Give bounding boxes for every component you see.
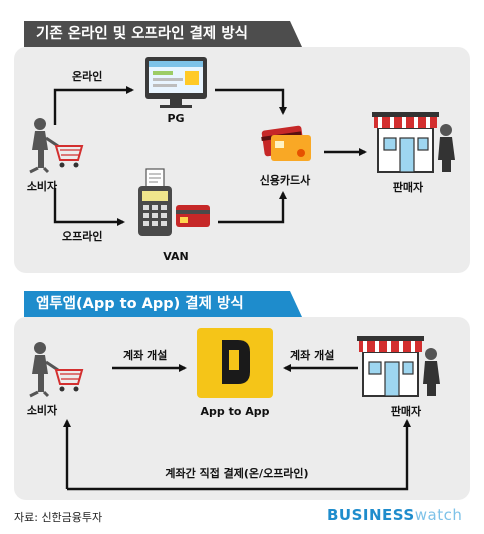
source-note: 자료: 신한금융투자 [14, 511, 103, 524]
legacy-section-title: 기존 온라인 및 오프라인 결제 방식 [24, 21, 302, 47]
flow-arrows-top [53, 86, 367, 226]
credit-card-icon [261, 125, 311, 161]
consumer-label-top: 소비자 [26, 180, 58, 193]
seller-label-bottom: 판매자 [390, 405, 422, 418]
seller-label-top: 판매자 [392, 181, 424, 194]
shop-icon-bottom [357, 336, 424, 397]
van-label: VAN [163, 250, 189, 263]
card-company-label: 신용카드사 [259, 174, 311, 187]
brand-part-b: watch [414, 506, 463, 524]
pg-monitor-icon [145, 57, 207, 108]
seller-icon-bottom [423, 348, 440, 396]
flow-arrows-bottom [63, 364, 411, 491]
consumer-label-bottom: 소비자 [26, 404, 58, 417]
consumer-icon [29, 118, 84, 174]
account-open-left-label: 계좌 개설 [123, 349, 168, 362]
van-terminal-icon [138, 168, 210, 236]
offline-label: 오프라인 [62, 230, 103, 243]
brand-logo: BUSINESSwatch [327, 506, 462, 524]
consumer-icon-bottom [29, 342, 84, 398]
account-open-right-label: 계좌 개설 [290, 349, 335, 362]
app-logo-icon [197, 328, 273, 398]
direct-payment-label: 계좌간 직접 결제(온/오프라인) [165, 467, 309, 480]
shop-icon-top [372, 112, 439, 173]
online-label: 온라인 [72, 70, 103, 83]
pg-label: PG [167, 112, 185, 125]
app-to-app-label: App to App [200, 405, 270, 418]
app-section-title: 앱투앱(App to App) 결제 방식 [24, 291, 302, 317]
brand-part-a: BUSINESS [327, 506, 415, 524]
seller-icon-top [438, 124, 455, 172]
